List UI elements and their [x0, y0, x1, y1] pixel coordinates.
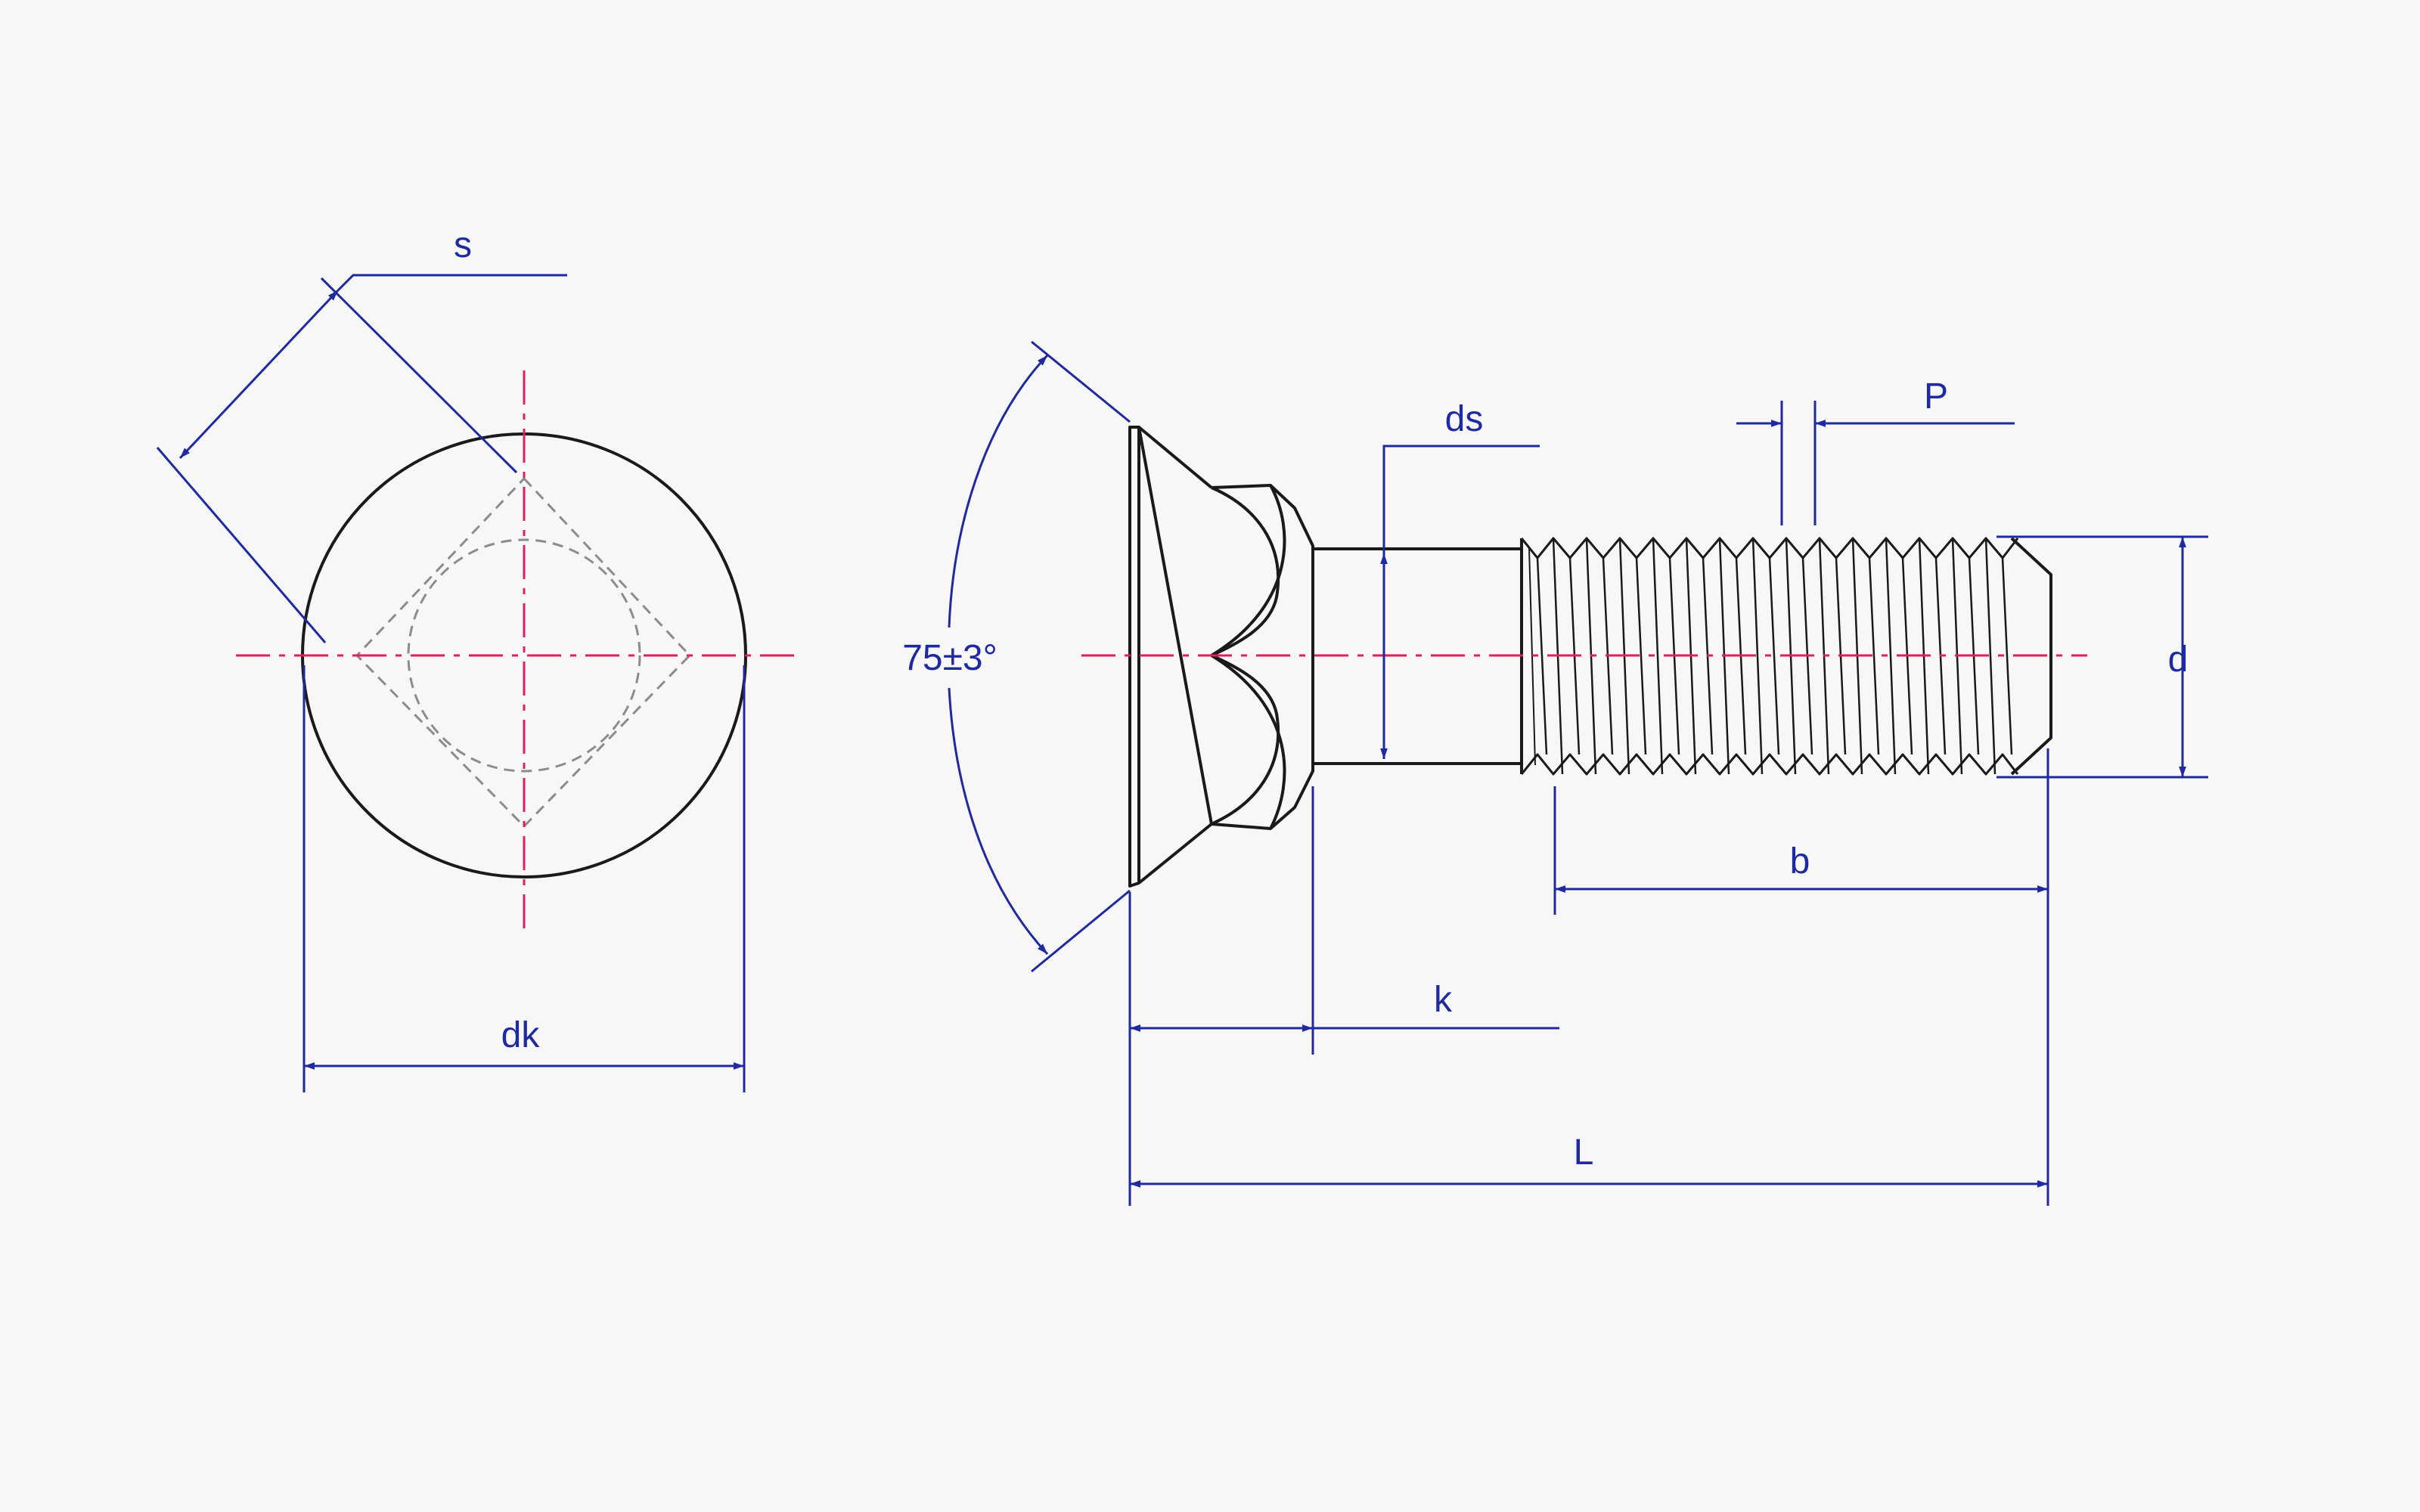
dimension-L: L — [1130, 1132, 2048, 1188]
dimension-b: b — [1553, 748, 2049, 1206]
dimension-d: d — [1996, 535, 2208, 779]
L-label: L — [1574, 1132, 1594, 1173]
neck-arc-right-bottom — [1210, 654, 1286, 829]
dimension-ds: ds — [1380, 399, 1540, 759]
thread-crest-bottom — [1520, 753, 2019, 776]
dk-label: dk — [501, 1015, 541, 1055]
s-extension-line-1 — [156, 447, 327, 643]
s-extension-line-2 — [320, 277, 518, 474]
angle-label: 75±3° — [902, 638, 997, 678]
dimension-angle: 75±3° — [902, 340, 1131, 973]
thread-end-chamfer — [2010, 537, 2052, 776]
angle-arc-upper — [948, 354, 1049, 628]
dimension-P: P — [1736, 376, 2015, 525]
P-label: P — [1924, 376, 1948, 417]
angle-extension-bottom — [1031, 889, 1131, 973]
dimension-k: k — [1128, 786, 1559, 1206]
inner-hidden-circle — [407, 538, 641, 773]
ds-label: ds — [1445, 399, 1484, 439]
s-leader — [337, 274, 567, 292]
k-label: k — [1434, 980, 1453, 1020]
bolt-side-view — [1128, 426, 2052, 888]
b-label: b — [1790, 841, 1810, 881]
neck-arc-right-top — [1210, 485, 1286, 657]
neck-chamfer-top — [1211, 486, 1280, 657]
dimension-s: s — [156, 225, 567, 643]
d-label: d — [2168, 640, 2189, 680]
angle-extension-top — [1031, 340, 1131, 423]
dimension-dk: dk — [302, 665, 746, 1092]
s-dimension-line — [178, 289, 340, 460]
angle-arc-lower — [948, 687, 1049, 956]
head-cone-upper — [1137, 426, 1213, 489]
square-neck-hidden-outline — [355, 476, 692, 829]
head-end-view — [236, 370, 803, 937]
neck-chamfer-bottom — [1211, 654, 1280, 826]
ds-leader — [1382, 445, 1540, 553]
s-label: s — [454, 225, 472, 265]
